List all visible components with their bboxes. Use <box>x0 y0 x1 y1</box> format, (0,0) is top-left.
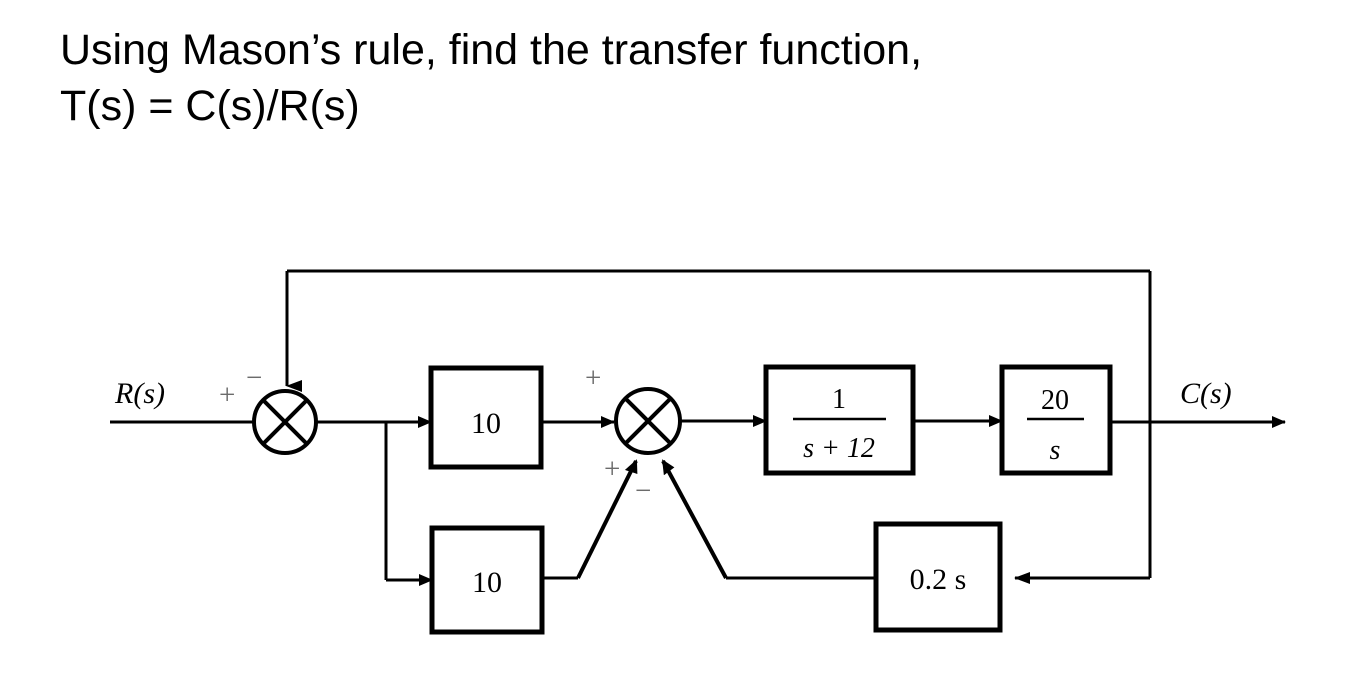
integrator-numerator: 20 <box>1041 385 1069 416</box>
input-label-rs: R(s) <box>114 377 165 410</box>
plant-denominator: s + 12 <box>803 433 875 464</box>
output-label-cs: C(s) <box>1180 377 1232 410</box>
gain-lower-label: 10 <box>472 566 502 599</box>
summer-2-minus-sign-lower-right: − <box>635 475 651 507</box>
summer-2 <box>614 387 682 455</box>
plant-numerator: 1 <box>832 384 846 415</box>
summer-1-plus-sign: + <box>219 379 235 411</box>
plant-first-order-block: 1 s + 12 <box>763 364 916 476</box>
title-line-2: T(s) = C(s)/R(s) <box>60 82 360 130</box>
integrator-block: 20 s <box>999 364 1113 476</box>
derivative-feedback-diagonal-to-summer2 <box>661 459 728 579</box>
gain-lower-block: 10 <box>429 525 545 635</box>
summer-2-plus-sign-lower-left: + <box>604 453 620 485</box>
summer-1-minus-sign: − <box>246 362 262 394</box>
gain-upper-block: 10 <box>428 365 544 470</box>
gain-lower-diagonal-to-summer2 <box>576 459 638 579</box>
summer-2-plus-sign-left: + <box>585 362 601 394</box>
derivative-feedback-label: 0.2 s <box>910 563 967 596</box>
gain-upper-label: 10 <box>471 407 501 440</box>
summer-1 <box>252 389 318 455</box>
title-line-1: Using Mason’s rule, find the transfer fu… <box>60 26 923 74</box>
page-title: Using Mason’s rule, find the transfer fu… <box>60 22 1260 134</box>
derivative-feedback-block: 0.2 s <box>873 521 1003 633</box>
integrator-denominator: s <box>1050 435 1061 466</box>
